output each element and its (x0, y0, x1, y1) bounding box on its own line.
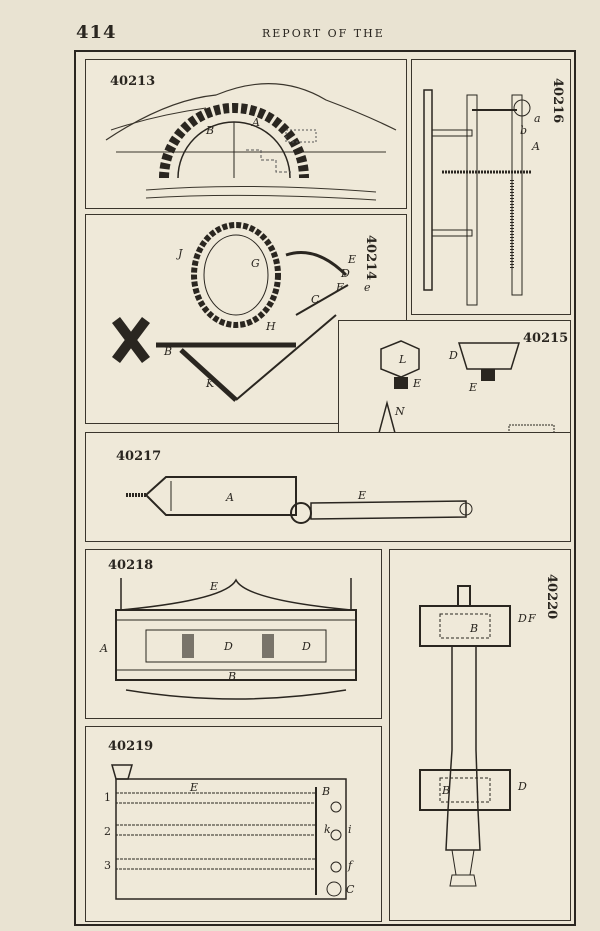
letter-b: B (469, 622, 478, 635)
letter-a: A (99, 642, 108, 655)
letter-e: E (209, 580, 218, 593)
letter-e: E (357, 489, 366, 502)
letter-b: B (227, 670, 236, 683)
figure-40220: 40220 B D F D B (389, 549, 571, 921)
letter-b-lower: b (520, 124, 527, 137)
page-number: 414 (76, 22, 117, 43)
figure-40219: 40219 1 2 3 B k i f C E (85, 726, 382, 922)
figure-40216: 40216 a b A (411, 59, 571, 315)
letter-d: D (340, 267, 350, 280)
letter-a: A (225, 491, 234, 504)
letter-e: E (412, 377, 421, 390)
running-head: REPORT OF THE (262, 27, 385, 40)
letter-h: H (265, 320, 276, 333)
letter-c: C (311, 293, 320, 306)
letter-f: F (335, 281, 344, 294)
figure-number: 40214 (363, 235, 378, 281)
letter-d: D (223, 640, 233, 653)
roll-machine-drawing: 1 2 3 B k i f C E (104, 764, 355, 900)
letter-d-second: D (301, 640, 311, 653)
roller-drawing: E A D D B (99, 578, 357, 700)
figure-number: 40219 (108, 739, 154, 754)
page-header: 414 REPORT OF THE (0, 0, 600, 48)
letter-b: B (205, 124, 214, 137)
letter-a: A (251, 116, 260, 129)
letter-e: E (347, 253, 356, 266)
letter-e: E (189, 781, 198, 794)
patent-plate: 40213 B A 40216 a (74, 50, 576, 926)
letter-f: F (527, 612, 536, 625)
clamp-drawing: A E (126, 476, 473, 524)
row-3: 3 (104, 859, 111, 872)
letter-a-lower: a (534, 112, 541, 125)
figure-number: 40217 (116, 449, 162, 464)
figure-number: 40213 (110, 74, 156, 89)
letter-g: G (251, 257, 260, 270)
letter-i: i (348, 823, 352, 836)
letter-c: C (346, 883, 355, 896)
figure-number: 40218 (108, 558, 154, 573)
press-drawing: a b A (423, 89, 541, 306)
shackle-drawing: e E D F J G H C A B K (112, 222, 371, 402)
letter-d-lower: D (517, 780, 527, 793)
letter-b: B (321, 785, 330, 798)
letter-e-lower: e (364, 281, 371, 294)
letter-e-second: E (468, 381, 477, 394)
figure-40217: 40217 A E (85, 432, 571, 542)
row-2: 2 (104, 825, 111, 838)
letter-l: L (398, 353, 406, 366)
shaft-drawing: B D F D B (419, 585, 536, 887)
arch-drawing: B A (105, 83, 397, 201)
letter-b-lower: B (441, 784, 450, 797)
letter-k: k (324, 823, 331, 836)
figure-number: 40220 (544, 574, 559, 620)
letter-k: K (205, 377, 215, 390)
letter-a: A (125, 333, 134, 346)
letter-a: A (531, 140, 540, 153)
figure-number: 40215 (523, 331, 569, 346)
letter-j: J (176, 247, 183, 260)
letter-f: f (347, 859, 354, 872)
letter-n: N (394, 405, 405, 418)
letter-d: D (448, 349, 458, 362)
row-1: 1 (104, 791, 111, 804)
figure-40218: 40218 E A D D B (85, 549, 382, 719)
figure-40213: 40213 B A (85, 59, 407, 209)
letter-b: B (163, 345, 172, 358)
letter-d: D (517, 612, 527, 625)
figure-number: 40216 (550, 78, 565, 124)
